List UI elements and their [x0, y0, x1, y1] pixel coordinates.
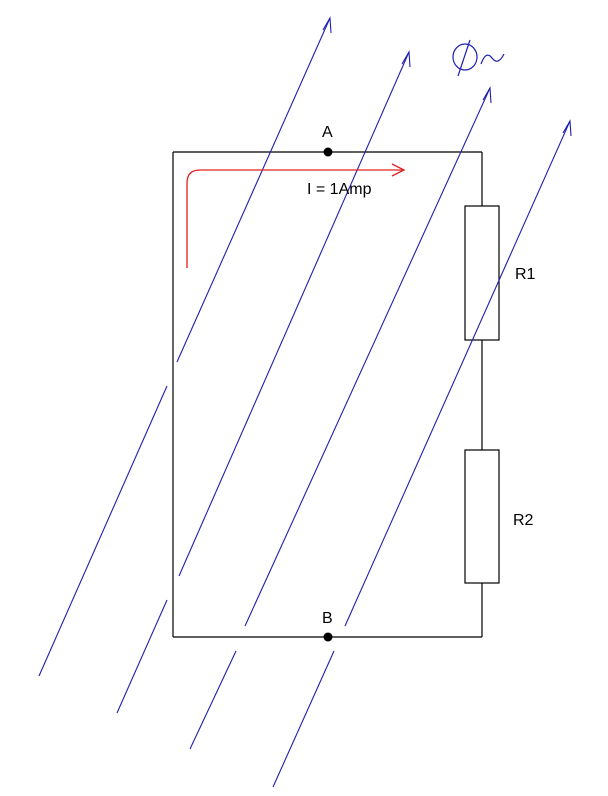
flux-symbol: Φ~ — [0, 0, 505, 77]
flux-line-4-upper — [344, 120, 571, 627]
resistor-r2 — [464, 449, 500, 584]
flux-arrowhead-1 — [322, 16, 332, 34]
flux-line-3-upper — [244, 87, 491, 627]
current-path — [186, 169, 404, 268]
flux-symbol-tilde — [480, 53, 505, 65]
current-arrow — [186, 163, 406, 268]
flux-line-3-lower — [189, 650, 237, 750]
flux-arrowhead-2 — [401, 50, 411, 68]
flux-symbol-phi-stroke — [457, 39, 471, 77]
current-arrowhead — [391, 163, 406, 177]
current-label: I = 1Amp — [307, 181, 372, 198]
node-b-dot — [323, 632, 333, 642]
flux-symbol-text: Φ~ — [0, 0, 2, 1]
magnetic-flux-lines — [38, 16, 572, 788]
node-b-label: B — [322, 610, 333, 627]
flux-line-2-upper — [178, 51, 410, 577]
flux-arrowhead-3 — [482, 86, 492, 104]
flux-line-1-lower — [38, 385, 168, 677]
resistor-r2-label: R2 — [513, 512, 534, 529]
flux-symbol-phi-circle — [452, 43, 478, 71]
flux-line-1-upper — [176, 17, 331, 363]
resistor-r1-label: R1 — [515, 266, 536, 283]
circuit-wires — [172, 151, 483, 638]
resistor-r1 — [464, 205, 500, 341]
flux-line-4-lower — [272, 650, 335, 788]
node-a-dot — [323, 147, 333, 157]
flux-arrowhead-4 — [562, 119, 572, 137]
node-a-label: A — [322, 124, 333, 141]
flux-line-2-lower — [116, 599, 168, 714]
